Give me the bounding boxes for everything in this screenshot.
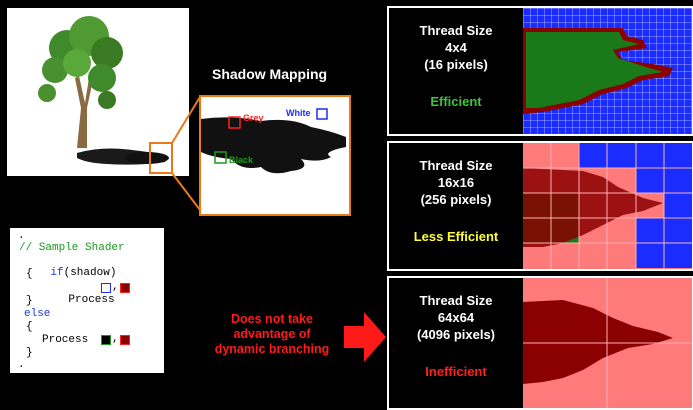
code-brace-open-1: { <box>26 268 33 280</box>
code-dot-bottom: . <box>18 359 25 371</box>
grid-4x4 <box>523 8 692 134</box>
panel-1-line-2: 4x4 <box>445 40 467 55</box>
panel-3-efficiency: Inefficient <box>425 364 487 379</box>
thread-panel-4x4: Thread Size 4x4 (16 pixels) Efficient <box>387 6 693 136</box>
tree-image <box>38 16 169 165</box>
sample-shader-code: . // Sample Shader if(shadow) { Process … <box>10 228 164 373</box>
branching-note: Does not take advantage of dynamic branc… <box>206 312 338 357</box>
panel-1-efficiency: Efficient <box>430 94 482 109</box>
code-if-condition: (shadow) <box>63 267 117 279</box>
thread-panel-64x64: Thread Size 64x64 (4096 pixels) Ineffici… <box>387 276 693 410</box>
note-line-2: advantage of <box>233 327 311 341</box>
shadow-zoom-box: Grey White Black <box>199 95 351 216</box>
white-pixel-icon <box>101 283 111 293</box>
grey-label: Grey <box>243 113 264 123</box>
panel-2-efficiency: Less Efficient <box>413 229 499 244</box>
code-brace-open-2: { <box>26 321 33 333</box>
code-brace-close-1: } <box>26 295 33 307</box>
panel-2-line-2: 16x16 <box>437 175 475 190</box>
tree-illustration <box>7 8 189 176</box>
panel-2-line-3: (256 pixels) <box>420 192 492 207</box>
code-process-2: Process <box>42 334 89 346</box>
panel-1-line-1: Thread Size <box>419 23 493 38</box>
panel-3-line-3: (4096 pixels) <box>416 327 496 342</box>
panel-3-line-2: 64x64 <box>437 310 475 325</box>
panel-3-line-1: Thread Size <box>419 293 493 308</box>
white-label: White <box>286 108 311 118</box>
black-pixel-icon <box>101 335 111 345</box>
page-title: Shadow Mapping <box>212 66 328 82</box>
black-label: Black <box>229 155 254 165</box>
code-else-keyword: else <box>24 308 51 320</box>
panel-1-line-3: (16 pixels) <box>424 57 488 72</box>
note-line-3: dynamic branching <box>214 342 330 356</box>
code-brace-close-2: } <box>26 347 33 359</box>
panel-2-line-1: Thread Size <box>419 158 493 173</box>
grid-64x64 <box>523 278 692 408</box>
red-arrow-icon <box>344 312 386 362</box>
code-process-1: Process <box>68 294 115 306</box>
shadow-zoom-image <box>201 108 346 174</box>
grey-pixel-icon <box>120 283 130 293</box>
thread-panel-16x16: Thread Size 16x16 (256 pixels) Less Effi… <box>387 141 693 271</box>
note-line-1: Does not take <box>231 312 313 326</box>
grey-pixel-icon-2 <box>120 335 130 345</box>
grid-16x16 <box>523 143 692 269</box>
code-if-keyword: if <box>50 267 64 279</box>
code-comment: // Sample Shader <box>19 242 125 254</box>
code-dot-top: . <box>18 230 25 242</box>
